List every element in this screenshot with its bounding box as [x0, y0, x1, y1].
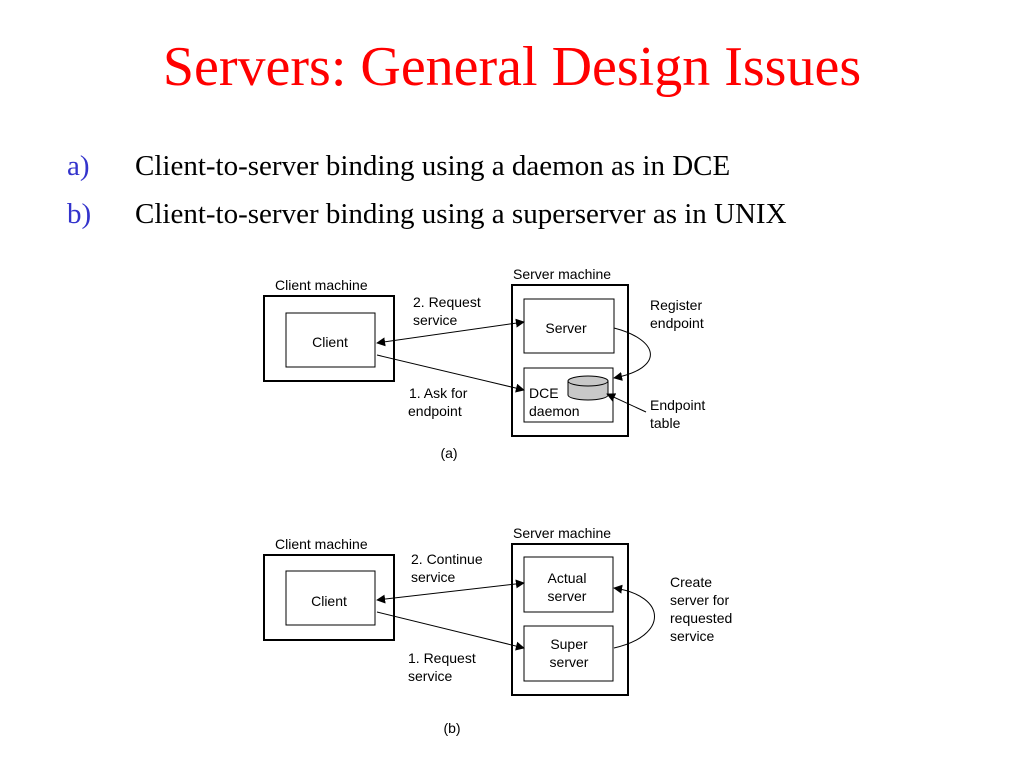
server-machine-label: Server machine [513, 266, 611, 282]
client-label: Client [311, 593, 347, 609]
request-label-line1: 2. Request [413, 294, 481, 310]
continue-label-line2: service [411, 569, 456, 585]
bullet-marker: a) [67, 150, 90, 182]
daemon-label-line2: daemon [529, 403, 580, 419]
server-machine-box [511, 284, 629, 437]
caption-b: (b) [443, 720, 460, 736]
create-server-arrow [613, 584, 655, 649]
client-machine-label: Client machine [275, 277, 368, 293]
diagram-a: Client machine Client Server machine Ser… [263, 266, 705, 461]
endpoint-table-icon [567, 375, 609, 401]
create-label-line2: server for [670, 592, 729, 608]
table-label-line2: table [650, 415, 681, 431]
client-box [285, 312, 376, 368]
ask-label-line1: 1. Ask for [409, 385, 468, 401]
request-label-line2: service [408, 668, 453, 684]
create-label-line1: Create [670, 574, 712, 590]
continue-label-line1: 2. Continue [411, 551, 483, 567]
bullet-text: Client-to-server binding using a daemon … [135, 150, 731, 182]
server-label: Server [545, 320, 587, 336]
daemon-label-line1: DCE [529, 385, 559, 401]
request-service-arrow [376, 611, 525, 651]
create-label-line4: service [670, 628, 715, 644]
actual-label-line1: Actual [548, 570, 587, 586]
create-label-line3: requested [670, 610, 732, 626]
super-label-line2: server [550, 654, 589, 670]
register-label-line1: Register [650, 297, 702, 313]
super-label-line1: Super [550, 636, 588, 652]
client-box [285, 570, 376, 626]
request-label-line2: service [413, 312, 458, 328]
diagram-b: Client machine Client Server machine Act… [263, 525, 732, 736]
ask-endpoint-arrow [376, 354, 525, 393]
actual-label-line2: server [548, 588, 587, 604]
bullet-text: Client-to-server binding using a superse… [135, 198, 787, 230]
client-machine-label: Client machine [275, 536, 368, 552]
bullet-marker: b) [67, 198, 92, 230]
super-server-box [523, 625, 614, 682]
register-endpoint-arrow [613, 327, 651, 381]
server-machine-box [511, 543, 629, 696]
request-service-arrow [376, 318, 525, 347]
table-label-line1: Endpoint [650, 397, 705, 413]
ask-label-line2: endpoint [408, 403, 462, 419]
register-label-line2: endpoint [650, 315, 704, 331]
caption-a: (a) [440, 445, 457, 461]
endpoint-table-pointer [606, 393, 647, 413]
client-label: Client [312, 334, 348, 350]
request-label-line1: 1. Request [408, 650, 476, 666]
server-machine-label: Server machine [513, 525, 611, 541]
slide-title: Servers: General Design Issues [162, 36, 862, 98]
continue-service-arrow [376, 579, 525, 604]
